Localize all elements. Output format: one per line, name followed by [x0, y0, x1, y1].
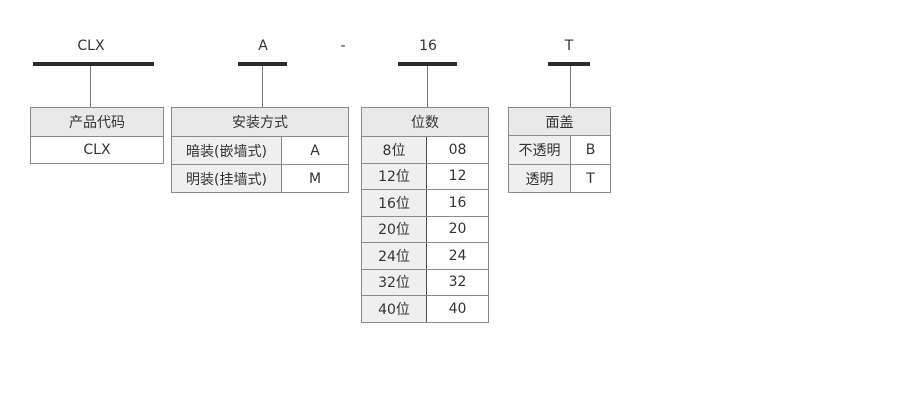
mount-value: A — [281, 136, 349, 165]
mount-label: 明装(挂墙式) — [171, 164, 282, 193]
code-separator: - — [340, 38, 346, 54]
digits-bar — [398, 62, 457, 66]
digits-table: 位数 8位 08 12位 12 16位 16 20位 20 24位 24 32位… — [361, 107, 489, 323]
digits-value: 08 — [426, 136, 489, 164]
table-row: 明装(挂墙式) M — [171, 164, 349, 193]
cover-connector — [570, 66, 571, 107]
mount-connector — [262, 66, 263, 107]
mount-table-header: 安装方式 — [171, 107, 349, 137]
table-row: 40位 40 — [361, 295, 489, 323]
digits-label: 32位 — [361, 268, 427, 296]
cover-bar — [548, 62, 590, 66]
digits-connector — [427, 66, 428, 107]
digits-label: 40位 — [361, 295, 427, 323]
digits-label: 24位 — [361, 242, 427, 270]
digits-table-header: 位数 — [361, 107, 489, 137]
mount-label: 暗装(嵌墙式) — [171, 136, 282, 165]
table-row: 24位 24 — [361, 242, 489, 270]
product-table: 产品代码 CLX — [30, 107, 164, 164]
mount-value: M — [281, 164, 349, 193]
table-row: 20位 20 — [361, 215, 489, 243]
table-row: 透明 T — [508, 164, 611, 193]
cover-label: 透明 — [508, 164, 571, 193]
cover-table-header: 面盖 — [508, 107, 611, 136]
digits-value: 40 — [426, 295, 489, 323]
digits-label: 8位 — [361, 136, 427, 164]
digits-label: 20位 — [361, 215, 427, 243]
table-row: 32位 32 — [361, 268, 489, 296]
table-row: 暗装(嵌墙式) A — [171, 136, 349, 165]
cover-value: B — [570, 135, 611, 165]
product-table-value: CLX — [30, 136, 164, 164]
table-row: 16位 16 — [361, 189, 489, 217]
cover-table: 面盖 不透明 B 透明 T — [508, 107, 611, 193]
product-bar — [33, 62, 154, 66]
digits-value: 20 — [426, 215, 489, 243]
table-row: 不透明 B — [508, 135, 611, 165]
cover-value: T — [570, 164, 611, 193]
code-mount: A — [258, 38, 268, 54]
product-table-header: 产品代码 — [30, 107, 164, 137]
digits-value: 12 — [426, 162, 489, 190]
table-row: 12位 12 — [361, 162, 489, 190]
product-connector — [90, 66, 91, 107]
mount-bar — [238, 62, 287, 66]
digits-value: 24 — [426, 242, 489, 270]
digits-label: 12位 — [361, 162, 427, 190]
code-cover: T — [564, 38, 574, 54]
digits-value: 32 — [426, 268, 489, 296]
table-row: 8位 08 — [361, 136, 489, 164]
digits-value: 16 — [426, 189, 489, 217]
code-product: CLX — [77, 38, 105, 54]
digits-label: 16位 — [361, 189, 427, 217]
code-digits: 16 — [419, 38, 437, 54]
cover-label: 不透明 — [508, 135, 571, 165]
mount-table: 安装方式 暗装(嵌墙式) A 明装(挂墙式) M — [171, 107, 349, 193]
